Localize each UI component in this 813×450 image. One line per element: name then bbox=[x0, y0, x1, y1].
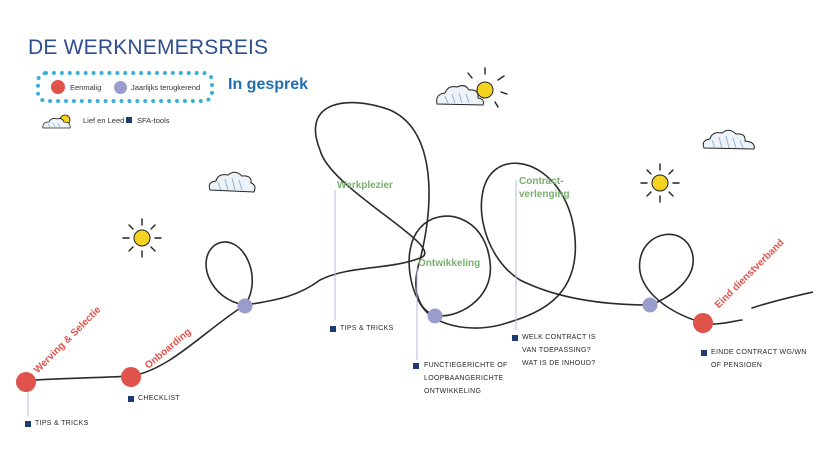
cloud-icon bbox=[208, 171, 256, 193]
journey-road-tail bbox=[751, 291, 813, 309]
sun-behind-cloud-icon bbox=[42, 114, 71, 129]
square-bullet-icon bbox=[701, 350, 707, 356]
square-bullet-icon bbox=[413, 363, 419, 369]
eind-milestone-dot-icon bbox=[693, 313, 713, 333]
journey-road bbox=[19, 101, 743, 382]
sun-icon bbox=[640, 163, 680, 203]
square-bullet-icon bbox=[25, 421, 31, 427]
tool-functie-line3[interactable]: ONTWIKKELING bbox=[424, 388, 482, 395]
onboarding-milestone-dot-icon bbox=[121, 367, 141, 387]
yearly-milestone-dot-icon bbox=[237, 298, 253, 314]
square-bullet-icon bbox=[512, 335, 518, 341]
tool-contract-line3[interactable]: WAT IS DE INHOUD? bbox=[522, 360, 596, 367]
stage-contract-line2: verlenging bbox=[519, 189, 570, 200]
page-title: DE WERKNEMERSREIS bbox=[28, 36, 269, 59]
tool-contract-line2[interactable]: VAN TOEPASSING? bbox=[522, 347, 591, 354]
tool-contract-line1[interactable]: WELK CONTRACT IS bbox=[522, 334, 596, 341]
legend-one-time-label: Eenmalig bbox=[70, 83, 102, 92]
square-bullet-icon bbox=[128, 396, 134, 402]
yearly-milestone-dot-icon bbox=[642, 297, 658, 313]
square-bullet-icon bbox=[126, 117, 132, 123]
legend-lief-en-leed-label: Lief en Leed bbox=[83, 116, 125, 125]
tool-einde-line2[interactable]: OF PENSIOEN bbox=[711, 362, 763, 369]
yearly-milestone-dot-icon bbox=[427, 308, 443, 324]
tool-functie-line2[interactable]: LOOPBAANGERICHTE bbox=[424, 375, 504, 382]
stage-contract-line1: Contract- bbox=[519, 176, 564, 187]
stage-werkplezier: Werkplezier bbox=[337, 180, 393, 191]
legend-box bbox=[36, 71, 214, 103]
legend-sfa-tools-label: SFA-tools bbox=[137, 116, 170, 125]
tool-einde-line1[interactable]: EINDE CONTRACT WG/WN bbox=[711, 349, 807, 356]
cloud-icon bbox=[702, 129, 755, 150]
tool-tips-werkplezier[interactable]: TIPS & TRICKS bbox=[340, 325, 394, 332]
yearly-dot-icon bbox=[114, 81, 127, 94]
tool-checklist[interactable]: CHECKLIST bbox=[138, 395, 180, 402]
tool-functie-line1[interactable]: FUNCTIEGERICHTE OF bbox=[424, 362, 508, 369]
square-bullet-icon bbox=[330, 326, 336, 332]
stage-ontwikkeling: Ontwikkeling bbox=[418, 258, 481, 269]
tool-tips-werving[interactable]: TIPS & TRICKS bbox=[35, 420, 89, 427]
werving-milestone-dot-icon bbox=[16, 372, 36, 392]
legend-in-gesprek: In gesprek bbox=[228, 76, 309, 93]
one-time-dot-icon bbox=[51, 80, 65, 94]
sun-behind-cloud-icon bbox=[436, 67, 508, 108]
legend-yearly-label: Jaarlijks terugkerend bbox=[131, 83, 201, 92]
sun-icon bbox=[122, 218, 162, 258]
